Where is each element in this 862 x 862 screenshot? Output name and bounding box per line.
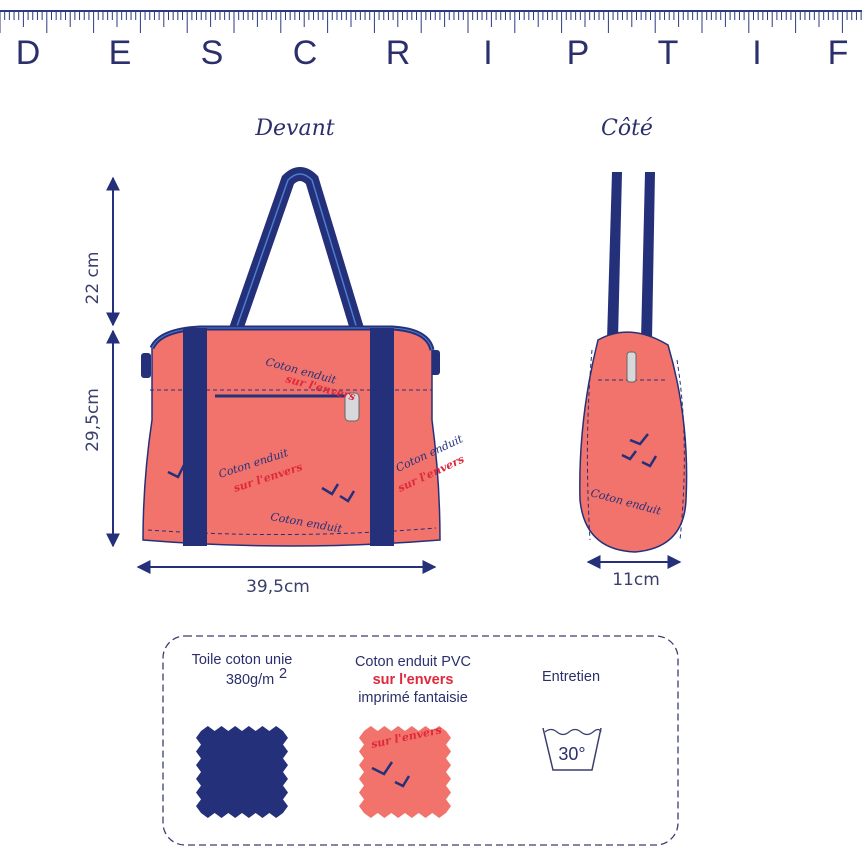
front-view-label: Devant — [254, 116, 334, 141]
title-letter: T — [658, 34, 679, 72]
canvas-swatch — [196, 726, 288, 818]
canvas-weight-sup: 2 — [279, 666, 287, 682]
title-letter: S — [201, 34, 224, 72]
svg-text:30°: 30° — [558, 744, 585, 764]
ruler — [0, 10, 862, 33]
bird-icon — [621, 433, 658, 468]
side-view-label: Côté — [601, 116, 653, 141]
title-letter: I — [752, 34, 761, 72]
wash-30-icon: 30° — [542, 727, 602, 771]
title-letter: D — [16, 34, 41, 72]
front-bag: Coton enduit sur l'envers Coton enduit s… — [141, 167, 466, 547]
materials-box: Toile coton unie 380g/m 2 Coton enduit P… — [162, 635, 679, 846]
title-letter: R — [386, 34, 411, 72]
depth-label: 11cm — [612, 570, 660, 590]
side-bag: Coton enduit 11cm — [579, 172, 688, 590]
care-label: Entretien — [542, 669, 600, 685]
title-letter: E — [109, 34, 132, 72]
canvas-label: Toile coton unie — [192, 652, 293, 668]
coated-label: Coton enduit PVC — [355, 654, 471, 670]
body-height-label: 29,5cm — [83, 388, 103, 452]
coated-print-label: sur l'envers — [373, 672, 454, 688]
title-letter: C — [293, 34, 318, 72]
bird-icon — [371, 761, 411, 788]
front-dimensions: 22 cm 29,5cm 39,5cm — [83, 176, 437, 597]
width-label: 39,5cm — [246, 577, 310, 597]
title-letter: P — [567, 34, 590, 72]
title-letter: I — [483, 34, 492, 72]
bird-icon — [167, 464, 356, 503]
coated-desc: imprimé fantaisie — [358, 690, 468, 706]
coated-swatch — [359, 726, 451, 818]
canvas-weight: 380g/m — [226, 672, 274, 688]
handle-height-label: 22 cm — [83, 252, 103, 305]
title-letter: F — [828, 34, 849, 72]
